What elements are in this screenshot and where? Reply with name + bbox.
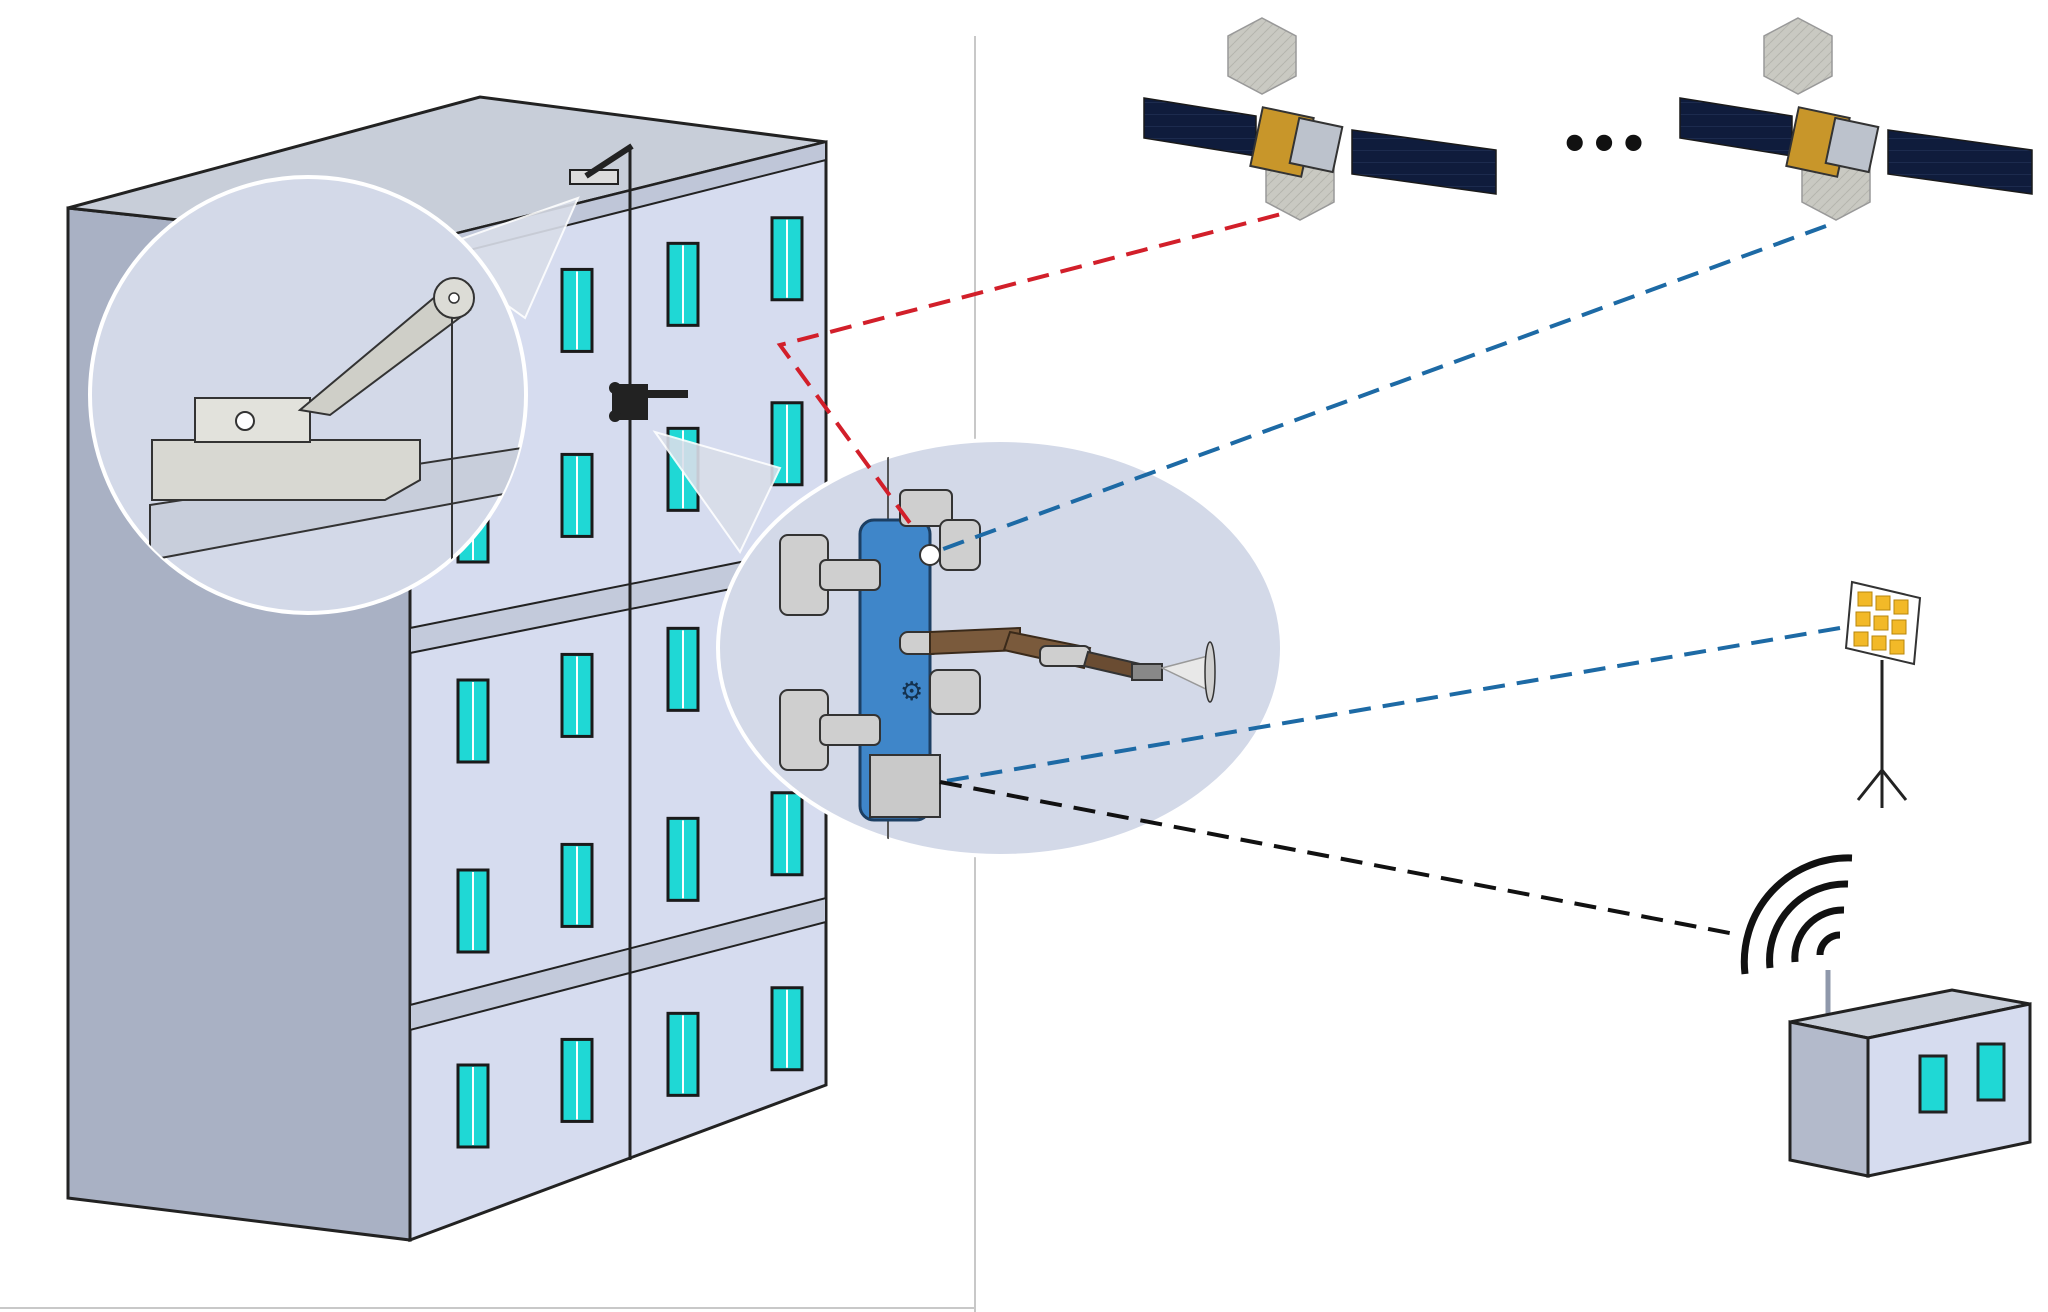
link-black-ground-station	[940, 782, 1740, 935]
satellite-icon	[1144, 18, 1496, 220]
svg-text:⚙: ⚙	[900, 676, 923, 706]
antenna-panel-icon	[1846, 582, 1920, 808]
satellite-icon	[1680, 18, 2032, 220]
ground-station-icon	[1790, 970, 2030, 1176]
zoom-bubble-robot: ⚙	[718, 440, 1282, 860]
satellites-ellipsis: •••	[1560, 117, 1648, 171]
wifi-signal-icon	[1744, 858, 1852, 974]
